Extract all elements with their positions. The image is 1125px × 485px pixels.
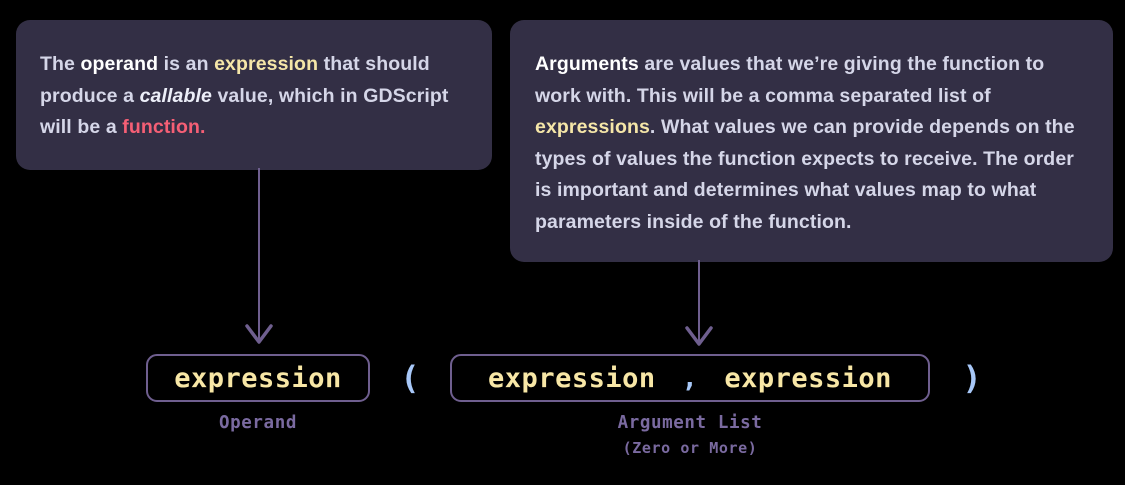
callout-arguments-text: Arguments are values that we’re giving t… <box>535 49 1085 238</box>
text-run: that should produce a <box>40 53 430 107</box>
keyword-callable: callable <box>139 84 212 107</box>
argument-token-right: expression <box>724 362 892 394</box>
argument-list-box: expression, expression <box>450 354 930 402</box>
arrow-operand <box>245 168 273 344</box>
syntax-row: expression ( expression, expression ) <box>0 348 1125 418</box>
callout-operand-text: The operand is an expression that should… <box>40 49 466 144</box>
arrow-arguments <box>685 260 713 346</box>
text-run: The <box>40 53 81 75</box>
operand-token: expression <box>174 362 342 394</box>
caption-operand: Operand <box>219 413 297 433</box>
paren-open: ( <box>400 359 420 397</box>
text-run: value, which in GDScript will be a <box>40 84 449 139</box>
paren-close: ) <box>962 359 982 397</box>
text-run: are values that we’re giving the functio… <box>535 53 1045 107</box>
keyword-arguments: Arguments <box>535 53 639 75</box>
text-run: . <box>199 116 206 138</box>
keyword-expression: expression <box>214 53 319 75</box>
argument-separator: , <box>681 362 699 394</box>
callout-arguments: Arguments are values that we’re giving t… <box>510 20 1113 262</box>
callout-operand: The operand is an expression that should… <box>16 20 492 170</box>
caption-argument-list: Argument List <box>617 413 763 433</box>
keyword-operand: operand <box>80 53 159 75</box>
caption-argument-list-sub: (Zero or More) <box>622 439 758 457</box>
keyword-expressions: expressions <box>535 116 650 138</box>
argument-token-left: expression <box>488 362 656 394</box>
keyword-function: function <box>122 116 200 138</box>
text-run: . What values we can provide depends on … <box>535 116 1075 233</box>
text-run: is an <box>158 53 215 75</box>
operand-box: expression <box>146 354 370 402</box>
